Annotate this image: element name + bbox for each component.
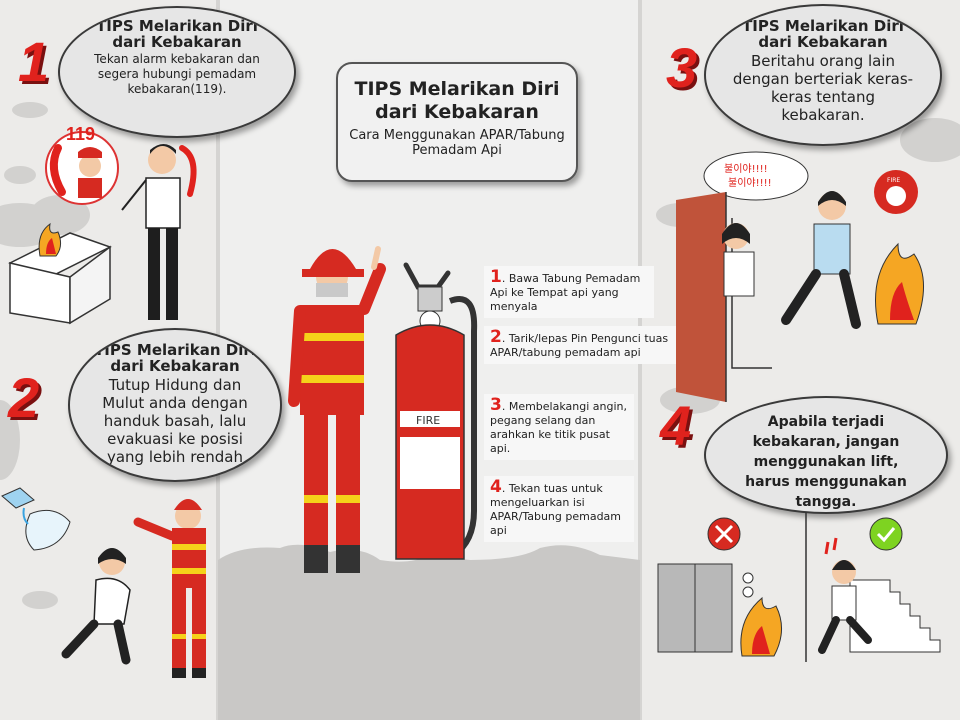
tip2-bubble: TIPS Melarikan Diri dari Kebakaran Tutup… <box>68 328 282 482</box>
tip4-text: Apabila terjadi kebakaran, jangan menggu… <box>745 414 907 510</box>
tip3-text: Beritahu orang lain dengan berteriak ker… <box>732 52 914 124</box>
tip2-title: TIPS Melarikan Diri dari Kebakaran <box>94 341 256 375</box>
step-text: . Tarik/lepas Pin Pengunci tuas APAR/tab… <box>490 332 669 359</box>
tip1-number: 1 <box>18 30 50 93</box>
evacuation-illustration <box>1 487 206 678</box>
tip1-text: Tekan alarm kebakaran dan segera hubungi… <box>94 52 260 96</box>
step-text: . Tekan tuas untuk mengeluarkan isi APAR… <box>490 482 622 537</box>
lift-vs-stairs-illustration <box>657 512 941 662</box>
tip3-number: 3 <box>666 36 698 99</box>
phone-number: 119 <box>66 124 95 144</box>
step-2: 2. Tarik/lepas Pin Pengunci tuas APAR/ta… <box>484 326 682 364</box>
tip2-text: Tutup Hidung dan Mulut anda dengan handu… <box>102 376 248 466</box>
step-number: 4 <box>490 477 502 497</box>
step-number: 3 <box>490 395 502 415</box>
shouting-illustration: 불이야!!!! 불이야!!!! FIRE <box>676 151 925 402</box>
phone-call-illustration: 119 <box>8 124 197 325</box>
step-number: 2 <box>490 327 502 347</box>
tip4-number: 4 <box>660 394 692 457</box>
tip1-bubble: TIPS Melarikan Diri dari Kebakaran Tekan… <box>58 6 296 138</box>
tip3-title: TIPS Melarikan Diri dari Kebakaran <box>742 17 904 51</box>
tip1-title: TIPS Melarikan Diri dari Kebakaran <box>96 17 258 51</box>
extinguisher-label: FIRE <box>416 414 440 427</box>
page-subtitle: Cara Menggunakan APAR/Tabung Pemadam Api <box>349 128 565 158</box>
firefighter-extinguisher-illustration: FIRE <box>288 246 478 573</box>
step-number: 1 <box>490 267 502 287</box>
step-text: . Membelakangi angin, pegang selang dan … <box>490 400 628 455</box>
page-title: TIPS Melarikan Diri dari Kebakaran <box>354 78 560 123</box>
shout-line-1: 불이야!!!! <box>724 163 768 175</box>
shout-line-2: 불이야!!!! <box>728 177 772 189</box>
tip3-bubble: TIPS Melarikan Diri dari Kebakaran Berit… <box>704 4 942 146</box>
main-title-box: TIPS Melarikan Diri dari Kebakaran Cara … <box>336 62 578 182</box>
step-1: 1. Bawa Tabung Pemadam Api ke Tempat api… <box>484 266 654 318</box>
step-3: 3. Membelakangi angin, pegang selang dan… <box>484 394 634 460</box>
tip4-bubble: Apabila terjadi kebakaran, jangan menggu… <box>704 396 948 514</box>
alarm-label: FIRE <box>887 177 900 184</box>
step-4: 4. Tekan tuas untuk mengeluarkan isi APA… <box>484 476 634 542</box>
step-text: . Bawa Tabung Pemadam Api ke Tempat api … <box>490 272 641 313</box>
tip2-number: 2 <box>8 366 40 429</box>
